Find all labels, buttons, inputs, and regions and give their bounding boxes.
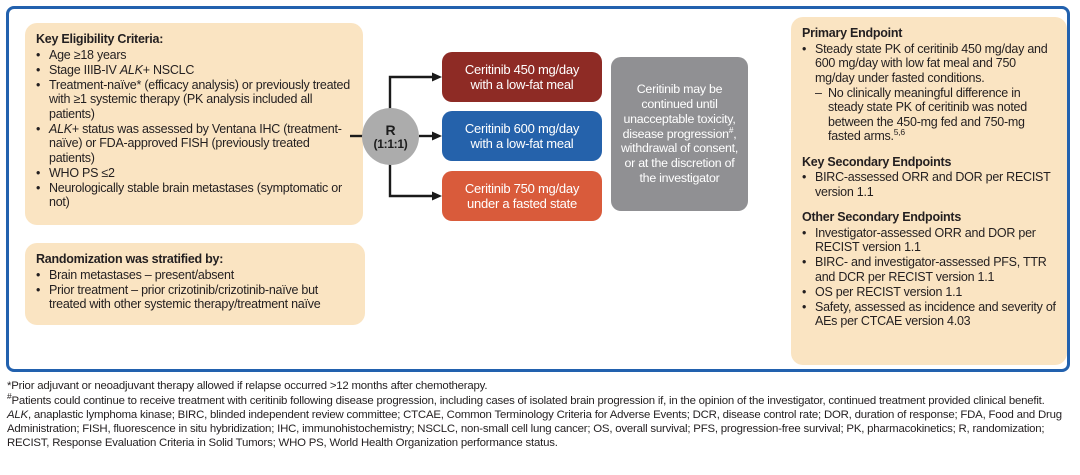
eligibility-list: •Age ≥18 years•Stage IIIB-IV ALK+ NSCLC•… [36, 48, 352, 210]
key-secondary-endpoints-list: • BIRC-assessed ORR and DOR per RECIST ve… [802, 170, 1056, 199]
continuation-box: Ceritinib may be continued until unaccep… [611, 57, 748, 211]
bullet-text: Safety, assessed as incidence and severi… [815, 299, 1056, 329]
footnote-abbreviations: ALK, anaplastic lymphoma kinase; BIRC, b… [7, 409, 1062, 449]
bullet-text: Age ≥18 years [49, 47, 127, 62]
bullet-glyph: – [815, 85, 822, 100]
bullet-text: BIRC-assessed ORR and DOR per RECIST ver… [815, 170, 1051, 199]
bullet-text: Neurologically stable brain metastases (… [49, 180, 342, 210]
stratification-box: Randomization was stratified by: • Brain … [25, 243, 365, 325]
bullet-text: Treatment-naïve* (efficacy analysis) or … [49, 77, 350, 121]
randomization-label: R [385, 121, 396, 138]
other-secondary-endpoints-section: Other Secondary Endpoints • Investigator-… [802, 210, 1056, 329]
bullet-item: • Prior treatment – prior crizotinib/criz… [36, 283, 354, 312]
eligibility-title: Key Eligibility Criteria: [36, 32, 164, 46]
arm-ceritinib-450-box: Ceritinib 450 mg/day with a low-fat meal [442, 52, 602, 102]
bullet-item: • Safety, assessed as incidence and sever… [802, 300, 1056, 329]
bullet-item: • OS per RECIST version 1.1 [802, 285, 1056, 300]
bullet-item: • BIRC-assessed ORR and DOR per RECIST ve… [802, 170, 1056, 199]
continuation-text: Ceritinib may be continued until unaccep… [620, 81, 739, 186]
bullet-text: ALK+ status was assessed by Ventana IHC … [49, 121, 342, 165]
bullet-item: • Neurologically stable brain metastases … [36, 181, 352, 210]
bullet-item: • Stage IIIB-IV ALK+ NSCLC [36, 63, 352, 78]
bullet-item: • Age ≥18 years [36, 48, 352, 63]
bullet-glyph: • [36, 282, 41, 297]
footnote-asterisk: *Prior adjuvant or neoadjuvant therapy a… [7, 380, 488, 392]
eligibility-box: Key Eligibility Criteria: • Age ≥18 years… [25, 23, 363, 225]
bullet-glyph: • [802, 170, 807, 184]
bullet-glyph: • [36, 62, 41, 77]
bullet-item: • Steady state PK of ceritinib 450 mg/day… [802, 42, 1056, 86]
bullet-text: WHO PS ≤2 [49, 165, 115, 180]
primary-endpoint-section: Primary Endpoint • Steady state PK of cer… [802, 26, 1056, 144]
key-secondary-endpoints-title: Key Secondary Endpoints [802, 154, 952, 169]
footnotes: *Prior adjuvant or neoadjuvant therapy a… [7, 380, 1075, 451]
stratification-list: • Brain metastases – present/absent • Prior… [36, 268, 354, 312]
bullet-glyph: • [802, 255, 807, 269]
bullet-text: OS per RECIST version 1.1 [815, 284, 963, 299]
bullet-glyph: • [36, 267, 41, 282]
arm-ceritinib-750-box: Ceritinib 750 mg/day under a fasted stat… [442, 171, 602, 221]
bullet-glyph: • [802, 225, 807, 240]
footnote-hash: #Patients could continue to receive trea… [7, 390, 1045, 407]
bullet-item: –No clinically meaningful difference in … [802, 86, 1056, 144]
bullet-text: Stage IIIB-IV ALK+ NSCLC [49, 62, 195, 77]
bullet-glyph: • [802, 284, 807, 299]
randomization-node: R (1:1:1) [362, 108, 419, 165]
endpoints-box: Primary Endpoint • Steady state PK of cer… [791, 17, 1067, 365]
bullet-glyph: • [36, 77, 41, 92]
bullet-text: BIRC- and investigator-assessed PFS, TTR… [815, 255, 1047, 284]
bullet-glyph: • [802, 41, 807, 56]
bullet-item: • Investigator-assessed ORR and DOR per R… [802, 226, 1056, 255]
bullet-item: • WHO PS ≤2 [36, 166, 352, 181]
bullet-glyph: • [802, 299, 807, 314]
bullet-item: • Treatment-naïve* (efficacy analysis) or… [36, 78, 352, 122]
bullet-text: Investigator-assessed ORR and DOR per RE… [815, 225, 1036, 255]
arm-ceritinib-600-box: Ceritinib 600 mg/day with a low-fat meal [442, 111, 602, 161]
bullet-text: Steady state PK of ceritinib 450 mg/day … [815, 41, 1048, 85]
bullet-glyph: • [36, 121, 41, 136]
bullet-text: No clinically meaningful difference in s… [828, 85, 1027, 144]
bullet-text: Prior treatment – prior crizotinib/crizo… [49, 282, 321, 312]
bullet-item: • BIRC- and investigator-assessed PFS, TT… [802, 255, 1056, 284]
randomization-ratio: (1:1:1) [373, 136, 408, 151]
bullet-text: Brain metastases – present/absent [49, 267, 234, 282]
bullet-glyph: • [36, 165, 41, 180]
bullet-glyph: • [36, 180, 41, 195]
other-secondary-endpoints-list: • Investigator-assessed ORR and DOR per R… [802, 226, 1056, 329]
primary-endpoint-list: • Steady state PK of ceritinib 450 mg/day… [802, 42, 1056, 144]
key-secondary-endpoints-section: Key Secondary Endpoints • BIRC-assessed O… [802, 155, 1056, 200]
bullet-item: • ALK+ status was assessed by Ventana IHC… [36, 122, 352, 166]
bullet-glyph: • [36, 47, 41, 62]
primary-endpoint-title: Primary Endpoint [802, 26, 903, 40]
stratification-title: Randomization was stratified by: [36, 252, 224, 266]
other-secondary-endpoints-title: Other Secondary Endpoints [802, 210, 962, 224]
bullet-item: • Brain metastases – present/absent [36, 268, 354, 283]
